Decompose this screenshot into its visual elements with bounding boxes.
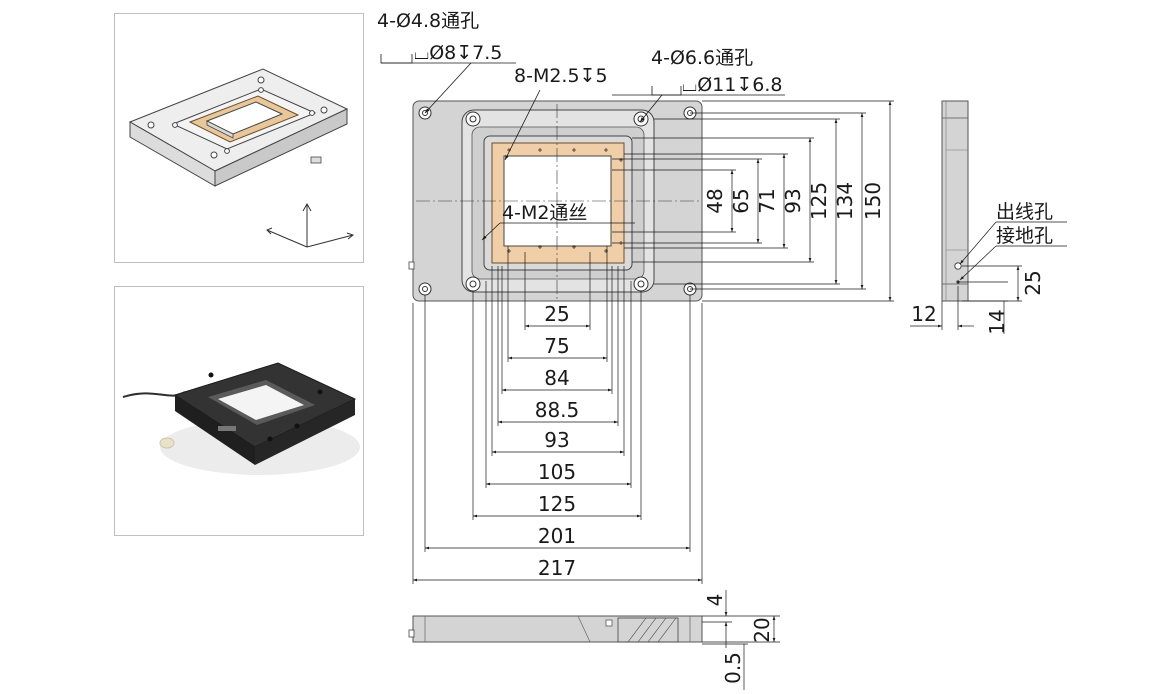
- callout-thread-m25: 8-M2.5↧5: [514, 65, 608, 87]
- dim-h-84: 84: [544, 366, 569, 390]
- callout-thread-m2: 4-M2通丝: [502, 202, 587, 224]
- dim-v-71: 71: [755, 188, 779, 213]
- front-view-dimensions: [702, 590, 780, 690]
- dim-side-25: 25: [1021, 270, 1045, 295]
- hole-4-8-group: [418, 106, 697, 296]
- top-view: [408, 100, 703, 302]
- callout-counterbore-11: ⌴Ø11↧6.8: [682, 74, 782, 96]
- callout-cable-hole: 出线孔: [996, 201, 1053, 223]
- dim-h-88-5: 88.5: [535, 398, 580, 422]
- isometric-view-panel: [114, 13, 364, 263]
- dim-side-12: 12: [911, 302, 936, 326]
- vertical-dimension-lines: [612, 100, 894, 302]
- dim-h-93: 93: [544, 428, 569, 452]
- side-view-dimensions: [910, 221, 1067, 334]
- vertical-dimension-labels: 48 65 71 93 125 134 150: [703, 182, 885, 220]
- stage-product-photo: [122, 362, 360, 475]
- front-view: [408, 615, 703, 643]
- callout-through-hole-6-6: 4-Ø6.6通孔: [651, 47, 753, 69]
- callout-ground-hole: 接地孔: [996, 225, 1053, 247]
- dim-front-4: 4: [703, 594, 727, 607]
- side-view: [941, 100, 969, 302]
- dim-v-125: 125: [807, 182, 831, 220]
- dim-h-125: 125: [538, 492, 576, 516]
- dim-v-65: 65: [729, 188, 753, 213]
- callout-counterbore-8: ⌴Ø8↧7.5: [414, 42, 502, 64]
- dim-h-25: 25: [544, 302, 569, 326]
- dim-front-0-5: 0.5: [721, 652, 745, 684]
- dim-v-150: 150: [861, 182, 885, 220]
- dim-side-14: 14: [985, 309, 1009, 334]
- dim-h-201: 201: [538, 524, 576, 548]
- hole-6-6-group: [465, 111, 649, 292]
- dim-v-48: 48: [703, 188, 727, 213]
- callout-through-hole-4-8: 4-Ø4.8通孔: [377, 10, 479, 32]
- horizontal-dimension-labels: 25 75 84 88.5 93 105 125 201 217: [535, 302, 580, 580]
- isometric-stage-drawing: [128, 68, 355, 248]
- xyz-axes-icon: [266, 202, 355, 248]
- dim-v-134: 134: [833, 182, 857, 220]
- dim-h-105: 105: [538, 460, 576, 484]
- product-photo-panel: [114, 286, 364, 536]
- dim-front-20: 20: [750, 617, 774, 642]
- horizontal-dimension-lines: [412, 246, 703, 584]
- dim-h-75: 75: [544, 334, 569, 358]
- dim-h-217: 217: [538, 556, 576, 580]
- dim-v-93: 93: [781, 188, 805, 213]
